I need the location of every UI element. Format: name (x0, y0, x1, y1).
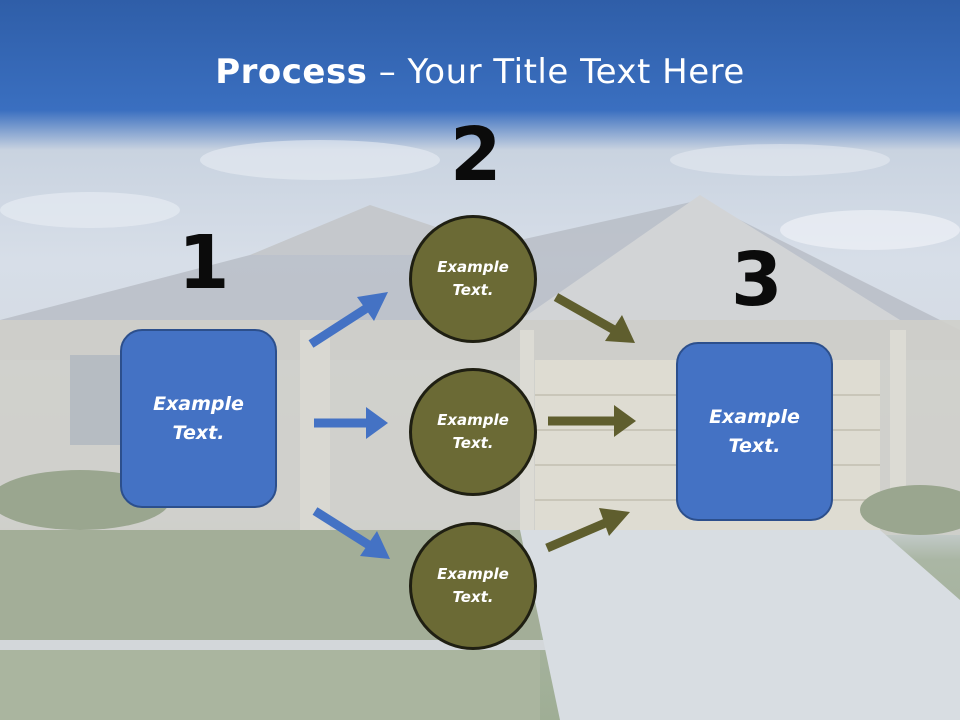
circle-middle-line-1: Example (437, 411, 509, 429)
circle-top-line-1: Example (437, 258, 509, 276)
step-3-box-text: Example Text. (709, 403, 800, 461)
step-2-circle-middle[interactable]: Example Text. (409, 368, 537, 496)
step-number-1: 1 (178, 220, 230, 306)
step-2-circle-top[interactable]: Example Text. (409, 215, 537, 343)
step-number-3: 3 (731, 237, 783, 323)
slide-title: Process – Your Title Text Here (0, 52, 960, 92)
circle-bottom-line-1: Example (437, 565, 509, 583)
title-rest-part: – Your Title Text Here (367, 52, 745, 92)
step-1-box-line-1: Example (153, 392, 244, 415)
circle-bottom-line-2: Text. (452, 588, 494, 606)
step-3-box-line-2: Text. (728, 434, 781, 457)
step-number-2: 2 (450, 112, 502, 198)
step-3-box[interactable]: Example Text. (676, 342, 833, 521)
step-2-circle-top-text: Example Text. (437, 256, 509, 302)
circle-middle-line-2: Text. (452, 434, 494, 452)
step-3-box-line-1: Example (709, 405, 800, 428)
step-2-circle-bottom[interactable]: Example Text. (409, 522, 537, 650)
step-1-box-line-2: Text. (172, 421, 225, 444)
step-1-box[interactable]: Example Text. (120, 329, 277, 508)
circle-top-line-2: Text. (452, 281, 494, 299)
step-1-box-text: Example Text. (153, 390, 244, 448)
step-2-circle-bottom-text: Example Text. (437, 563, 509, 609)
step-2-circle-middle-text: Example Text. (437, 409, 509, 455)
title-bold-part: Process (215, 52, 368, 92)
